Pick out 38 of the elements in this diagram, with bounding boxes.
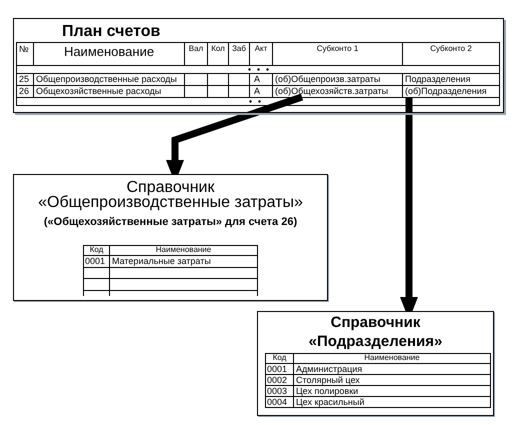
card-title: Справочник «Общепроизводственные затраты» <box>38 180 303 210</box>
table-panel <box>13 18 504 113</box>
column-header: Вал <box>188 44 204 53</box>
card-subtitle: («Общехозяйственные затраты» для счета 26) <box>44 216 298 229</box>
flag-value: А <box>254 74 260 85</box>
item-name: Материальные затраты <box>112 256 211 266</box>
card-title: Справочник «Подразделения» <box>308 313 442 351</box>
reference-card <box>13 174 328 301</box>
column-header: Наименование <box>64 44 154 59</box>
item-code: 0003 <box>267 386 288 396</box>
reference-card <box>257 311 494 416</box>
subconto-value: Подразделения <box>405 74 470 85</box>
column-header: Наименование <box>156 246 212 254</box>
column-header: Заб <box>232 44 246 53</box>
flag-value: А <box>254 86 260 97</box>
item-code: 0001 <box>85 256 106 266</box>
account-name: Общепроизводственные расходы <box>36 74 177 85</box>
item-name: Столярный цех <box>296 375 360 385</box>
account-name: Общехозяйственные расходы <box>36 86 162 97</box>
column-header: Код <box>272 354 286 362</box>
item-code: 0004 <box>267 397 288 407</box>
item-name: Администрация <box>296 364 362 374</box>
account-number: 25 <box>19 74 30 85</box>
column-header: № <box>19 44 29 54</box>
column-header: Акт <box>254 44 268 53</box>
account-number: 26 <box>19 86 30 97</box>
column-header: Кол <box>211 44 225 53</box>
column-header: Субконто 1 <box>316 44 358 53</box>
item-code: 0002 <box>267 375 288 385</box>
panel-title: План счетов <box>62 23 160 41</box>
item-name: Цех красильный <box>296 397 364 407</box>
subconto-value: (об)Общепроизв.затраты <box>275 74 380 85</box>
column-header: Субконто 2 <box>430 44 472 53</box>
item-code: 0001 <box>267 364 288 374</box>
subconto-value: (об)Общехозяйств.затраты <box>275 86 388 97</box>
column-header: Код <box>90 246 104 254</box>
column-header: Наименование <box>364 354 420 362</box>
item-name: Цех полировки <box>296 386 358 396</box>
